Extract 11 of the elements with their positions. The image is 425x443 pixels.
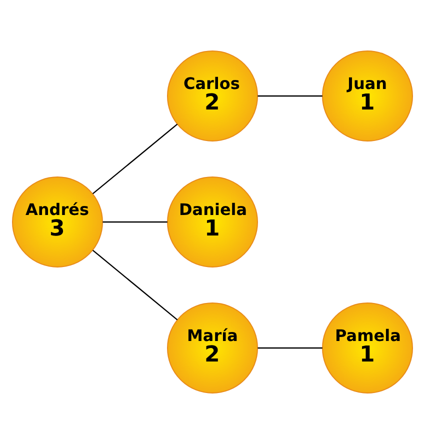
node-circle: Juan 1 xyxy=(322,50,413,141)
connector xyxy=(102,220,168,222)
connector xyxy=(92,249,178,320)
node-circle: María 2 xyxy=(167,302,258,393)
connector xyxy=(258,346,322,348)
node-circle: Carlos 2 xyxy=(167,50,258,141)
connector xyxy=(92,123,178,194)
node-circle: Andrés 3 xyxy=(12,176,103,267)
node-circle: Pamela 1 xyxy=(322,302,413,393)
connector xyxy=(258,94,322,96)
node-circle: Daniela 1 xyxy=(167,176,258,267)
